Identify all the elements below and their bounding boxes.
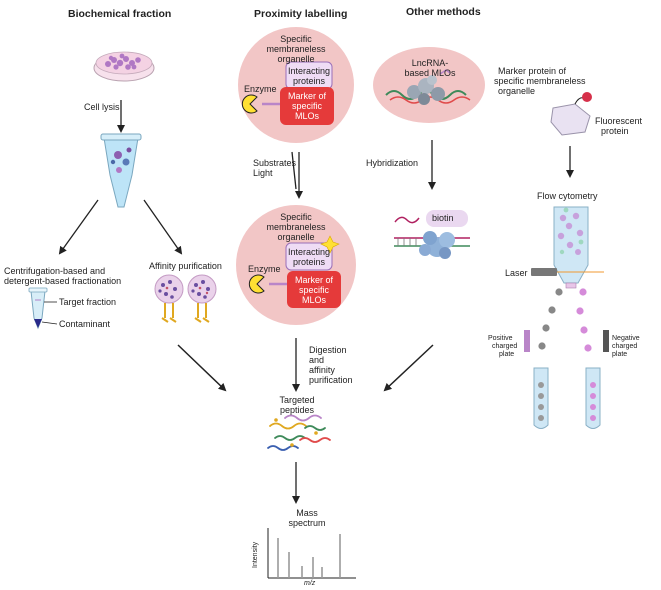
- organelle-label-top-3: organelle: [277, 54, 315, 64]
- biotin-label: biotin: [432, 213, 454, 223]
- digestion-label-3: affinity: [309, 365, 335, 375]
- mass-spectrum-label-1: Mass: [296, 508, 318, 518]
- marker-label-bottom-2: specific: [298, 285, 329, 295]
- centrifugation-label-line2: detergent-based fractionation: [4, 276, 122, 286]
- positive-plate-label-1: Positive: [488, 335, 513, 342]
- arrow-to-affinity: [143, 199, 183, 255]
- marker-label-top-2: specific: [291, 101, 322, 111]
- marker-protein-icon: [550, 92, 592, 136]
- hybridization-probe-icon: [394, 210, 470, 259]
- cell-lysis-label: Cell lysis: [84, 102, 120, 112]
- peptides-icon: [267, 414, 331, 451]
- arrow-biochem-to-peptides: [177, 344, 227, 392]
- marker-label-bottom-1: Marker of: [294, 275, 333, 285]
- enzyme-pacman-icon-top: [241, 94, 258, 114]
- flow-cytometer-icon: [553, 206, 589, 289]
- enzyme-pacman-icon-bottom: [248, 274, 265, 294]
- mz-axis-label: m/z: [304, 580, 316, 587]
- organelle-label-bottom-3: organelle: [277, 232, 315, 242]
- collection-tube-left: [533, 367, 549, 429]
- interacting-label-top-1: Interacting: [287, 66, 331, 76]
- interacting-label-top-2: proteins: [292, 76, 326, 86]
- hybridization-label: Hybridization: [366, 158, 419, 168]
- positive-plate-label-2: charged: [492, 343, 518, 350]
- interacting-proteins-box-bottom: [285, 242, 333, 271]
- marker-label-top-1: Marker of: [287, 91, 326, 101]
- negative-plate-label-3: plate: [612, 351, 628, 358]
- flow-cytometry-label: Flow cytometry: [537, 191, 598, 201]
- organelle-label-top-1: Specific: [280, 34, 312, 44]
- digestion-label-1: Digestion: [309, 345, 347, 355]
- affinity-beads-icon: [154, 274, 217, 323]
- target-fraction-label: Target fraction: [59, 297, 117, 307]
- light-label: Light: [253, 168, 273, 178]
- interacting-label-bottom-1: Interacting: [287, 247, 331, 257]
- collection-tube-right: [585, 367, 601, 429]
- negative-plate-label-2: charged: [612, 343, 638, 350]
- marker-protein-label-3: organelle: [498, 86, 536, 96]
- affinity-purification-label: Affinity purification: [149, 261, 222, 271]
- positive-plate-label-3: plate: [499, 351, 515, 358]
- digestion-label-4: purification: [309, 375, 353, 385]
- marker-label-top-3: MLOs: [294, 111, 319, 121]
- lysate-tube-icon: [100, 133, 142, 208]
- targeted-peptides-label-1: Targeted: [279, 395, 315, 405]
- laser-source-icon: [531, 268, 557, 276]
- enzyme-label-bottom: Enzyme: [248, 264, 281, 274]
- marker-box-top: [280, 87, 334, 125]
- header-biochemical: Biochemical fraction: [68, 8, 172, 20]
- interacting-label-bottom-2: proteins: [292, 257, 326, 267]
- negative-plate-label-1: Negative: [612, 335, 640, 342]
- mass-spectrum-label-2: spectrum: [288, 518, 326, 528]
- organelle-label-top-2: membraneless: [266, 44, 326, 54]
- digestion-label-2: and: [309, 355, 325, 365]
- positive-plate: [524, 330, 530, 352]
- marker-protein-label-2: specific membraneless: [494, 76, 586, 86]
- contaminant-label: Contaminant: [59, 319, 111, 329]
- lncrna-complex-icon: [385, 69, 471, 105]
- header-proximity: Proximity labelling: [254, 8, 348, 20]
- arrow-other-to-peptides: [383, 344, 434, 392]
- sorted-droplets: [538, 288, 592, 352]
- fluorescent-label-2: protein: [601, 126, 629, 136]
- enzyme-label-top: Enzyme: [244, 84, 277, 94]
- mass-spectrum-plot: [267, 528, 356, 579]
- organelle-label-bottom-2: membraneless: [266, 222, 326, 232]
- petri-dish-icon: [93, 51, 155, 82]
- arrow-substrates-a: [291, 151, 297, 190]
- substrates-label: Substrates: [253, 158, 297, 168]
- intensity-axis-label: Intensity: [252, 541, 259, 568]
- organelle-label-bottom-1: Specific: [280, 212, 312, 222]
- targeted-peptides-label-2: peptides: [279, 405, 315, 415]
- marker-label-bottom-3: MLOs: [301, 295, 326, 305]
- laser-label: Laser: [505, 268, 528, 278]
- marker-box-bottom: [287, 271, 341, 308]
- arrow-to-centrifugation: [58, 199, 99, 255]
- centrifuge-tube-icon: [28, 287, 58, 330]
- lncrna-label-2: based MLOs: [404, 68, 456, 78]
- negative-plate: [603, 330, 609, 352]
- label-star-icon: [320, 235, 340, 254]
- header-other: Other methods: [406, 6, 481, 18]
- marker-protein-label-1: Marker protein of: [498, 66, 567, 76]
- fluorescent-label-1: Fluorescent: [595, 116, 643, 126]
- centrifugation-label-line1: Centrifugation-based and: [4, 266, 106, 276]
- lncrna-label-1: LncRNA-: [411, 58, 449, 68]
